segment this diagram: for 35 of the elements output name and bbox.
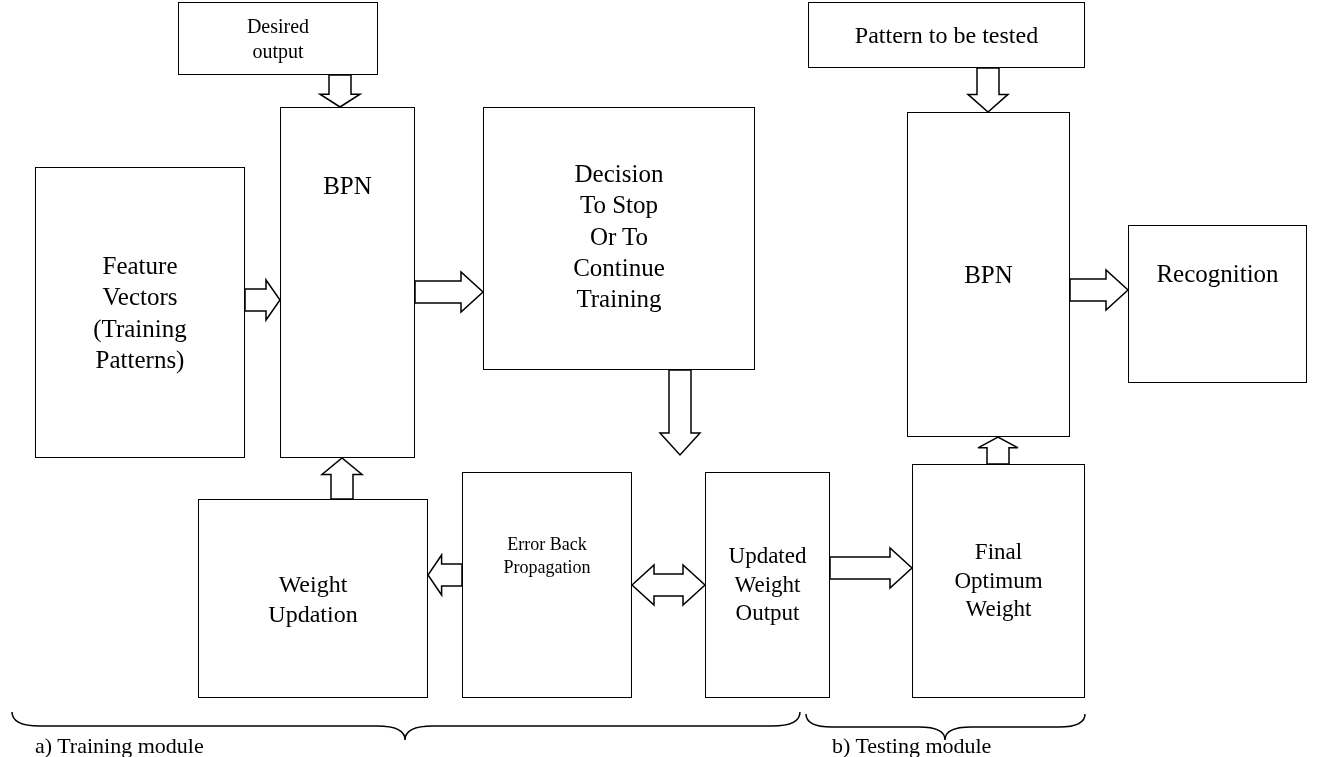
module-caption: b) Testing module (832, 733, 992, 757)
block-arrow (414, 270, 485, 314)
box-label: BPN (964, 259, 1013, 290)
box-label: Updated Weight Output (728, 541, 807, 628)
box-label: BPN (323, 171, 372, 201)
process-box (198, 499, 428, 698)
box-label: Final Optimum Weight (954, 537, 1043, 624)
process-box (280, 107, 415, 458)
process-box (705, 472, 830, 698)
box-label: Weight Updation (268, 569, 358, 629)
box-label: Pattern to be tested (854, 21, 1039, 50)
process-box (912, 464, 1085, 698)
process-box (1128, 225, 1307, 383)
block-arrow (317, 74, 363, 108)
block-arrow (977, 436, 1019, 465)
process-box (462, 472, 632, 698)
process-box (483, 107, 755, 370)
box-label: Error Back Propagation (502, 533, 592, 578)
process-box (178, 2, 378, 75)
block-arrow (630, 563, 707, 607)
block-arrow (244, 277, 281, 323)
box-label: Decision To Stop Or To Continue Training (573, 159, 665, 314)
process-box (808, 2, 1085, 68)
block-arrow (427, 552, 463, 598)
box-label: Desired output (246, 13, 310, 64)
process-box (907, 112, 1070, 437)
block-arrow (658, 369, 702, 457)
box-label: Feature Vectors (Training Patterns) (93, 251, 187, 375)
block-arrow (319, 457, 365, 500)
block-arrow (1069, 268, 1130, 312)
box-label: Recognition (1156, 259, 1279, 289)
module-caption: a) Training module (35, 733, 204, 757)
block-arrow (829, 546, 914, 590)
process-box (35, 167, 245, 458)
block-arrow (966, 67, 1010, 113)
